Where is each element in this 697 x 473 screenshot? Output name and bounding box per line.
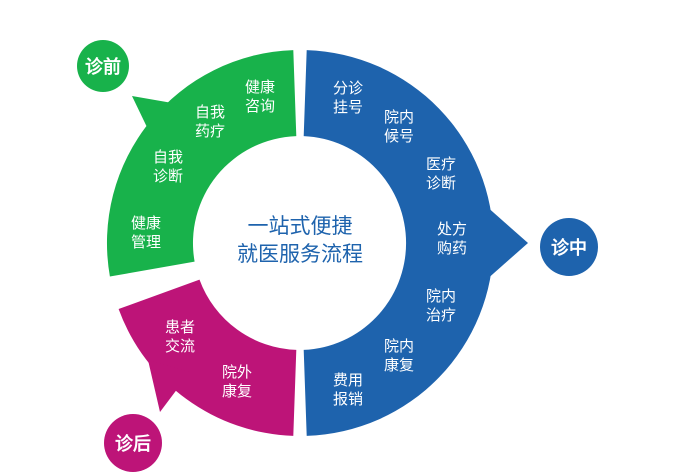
step-treatment: 院内 治疗 <box>425 287 456 324</box>
during-arrow-tab <box>485 205 528 281</box>
step-self-diagnose: 自我 诊断 <box>152 148 183 185</box>
step-health-manage: 健康 管理 <box>130 214 161 251</box>
step-diagnosis: 医疗 诊断 <box>425 155 456 192</box>
badge-before: 诊前 <box>77 40 129 92</box>
step-self-medicate: 自我 药疗 <box>194 103 225 140</box>
step-patient-exchange: 患者 交流 <box>164 318 195 355</box>
pre-visit-segment <box>106 50 297 277</box>
center-title-line2: 就医服务流程 <box>237 242 363 266</box>
after-arrow-tab <box>148 360 190 412</box>
step-queue: 院内 候号 <box>383 108 414 145</box>
in-visit-segment <box>303 50 494 436</box>
before-arrow-tab <box>132 96 178 148</box>
badge-after: 诊后 <box>104 414 162 472</box>
step-prescription: 处方 购药 <box>436 220 467 257</box>
badge-before-label: 诊前 <box>85 57 121 78</box>
step-rehab-out: 院外 康复 <box>221 363 252 400</box>
badge-during: 诊中 <box>540 218 598 276</box>
badge-after-label: 诊后 <box>115 434 151 455</box>
center-title-line1: 一站式便捷 <box>247 214 353 238</box>
post-visit-segment <box>118 279 297 436</box>
step-triage-register: 分诊 挂号 <box>332 79 363 116</box>
step-reimburse: 费用 报销 <box>332 371 363 408</box>
badge-during-label: 诊中 <box>551 238 587 259</box>
step-rehab-in: 院内 康复 <box>383 337 414 374</box>
step-health-consult: 健康 咨询 <box>244 78 275 115</box>
center-title: 一站式便捷 就医服务流程 <box>210 212 390 268</box>
